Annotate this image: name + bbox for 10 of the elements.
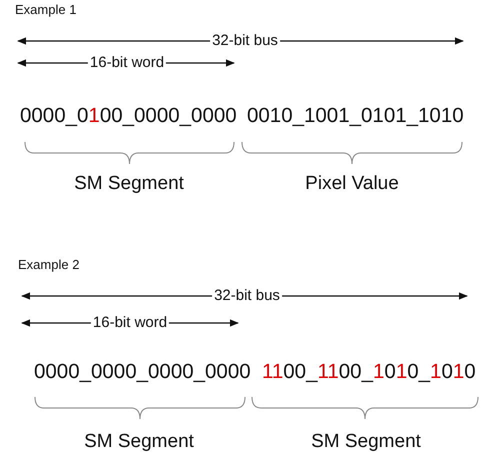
example-heading: Example 2	[18, 258, 80, 273]
bit-pattern: 1100_1100_1010_1010	[262, 360, 476, 384]
segment-label: SM Segment	[74, 173, 184, 195]
bit-pattern: 0010_1001_0101_1010	[247, 104, 464, 128]
example-heading: Example 1	[15, 3, 76, 18]
segment-label: SM Segment	[311, 431, 421, 453]
segment-label: Pixel Value	[305, 173, 399, 195]
segment-label: SM Segment	[84, 431, 194, 453]
bit-pattern: 0000_0000_0000_0000	[34, 360, 251, 384]
bit-pattern: 0000_0100_0000_0000	[20, 104, 237, 128]
